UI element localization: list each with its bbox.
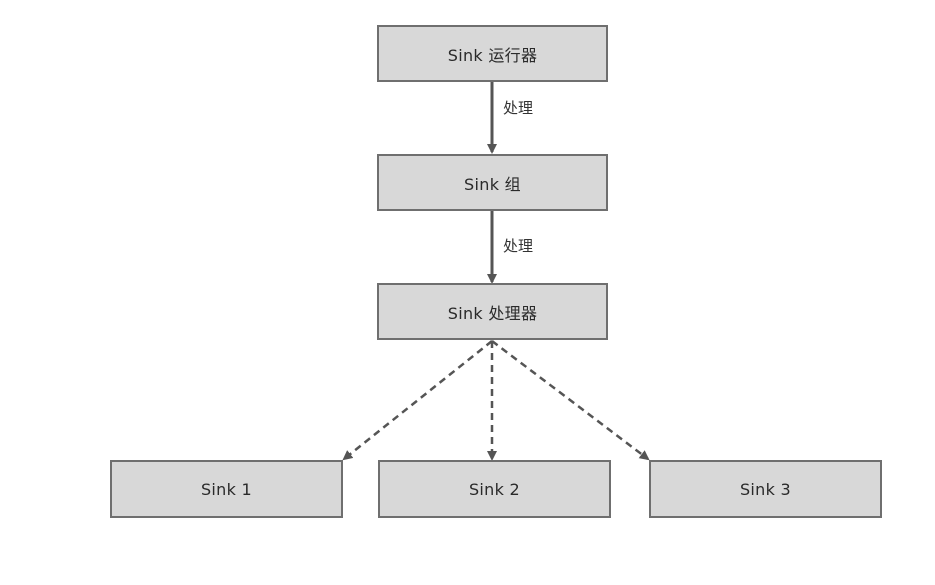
edge-label-runner-to-group: 处理 [503,99,534,117]
edge-label-group-to-processor: 处理 [503,237,534,255]
node-sink-runner: Sink 运行器 [377,25,608,82]
node-sink-3-label: Sink 3 [739,479,792,499]
node-sink-runner-label: Sink 运行器 [447,45,538,65]
node-sink-processor: Sink 处理器 [377,283,608,340]
node-sink-1: Sink 1 [110,460,343,518]
node-sink-processor-label: Sink 处理器 [447,303,538,323]
arrow-processor-to-sink3 [491,340,650,461]
node-sink-1-label: Sink 1 [200,479,253,499]
node-sink-group-label: Sink 组 [464,174,521,194]
node-sink-2: Sink 2 [378,460,611,518]
node-sink-3: Sink 3 [649,460,882,518]
node-sink-2-label: Sink 2 [468,479,521,499]
arrow-processor-to-sink1 [342,340,493,461]
node-sink-group: Sink 组 [377,154,608,211]
